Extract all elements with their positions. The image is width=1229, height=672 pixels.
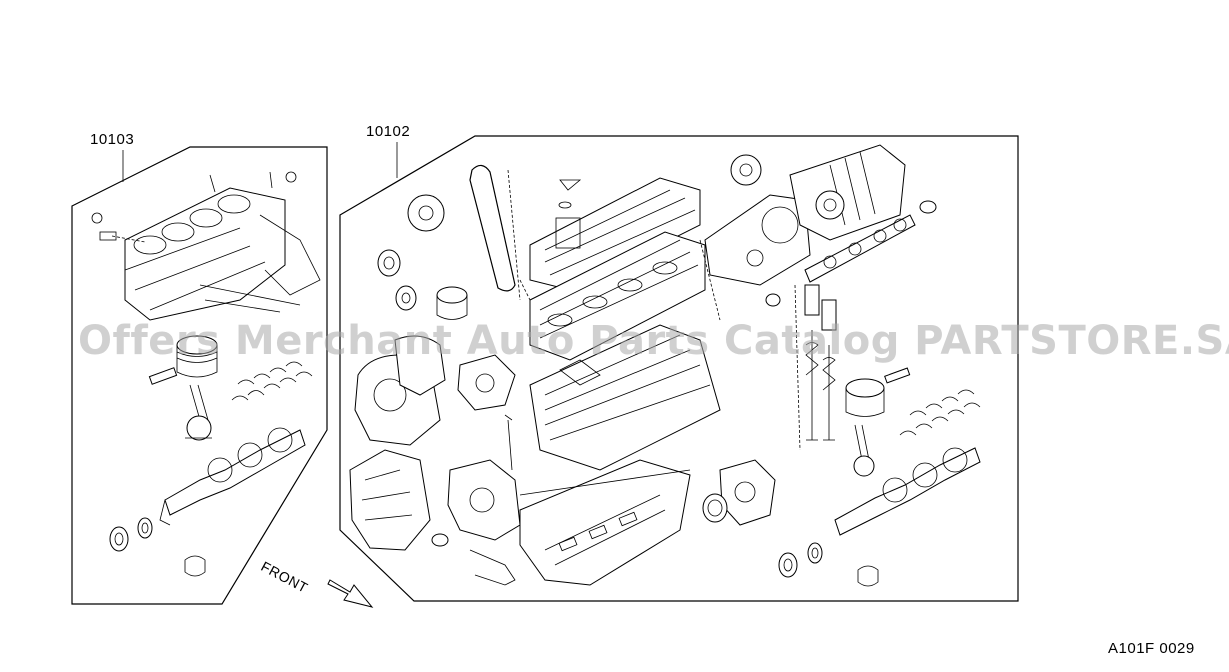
rear-timing-cover <box>704 194 811 286</box>
figure-code: A101F 0029 <box>1108 640 1195 657</box>
oil-pump <box>431 459 521 586</box>
camshaft-sprocket-rear <box>730 154 762 186</box>
engine-assembly-outline <box>339 135 1019 602</box>
idler-pulleys <box>377 249 417 311</box>
front-arrow-icon <box>327 579 374 608</box>
piston <box>148 335 218 385</box>
rocker-cover <box>529 177 701 291</box>
valve-train <box>794 284 837 451</box>
crankshaft <box>159 427 306 526</box>
engine-assembly-group <box>339 135 1019 602</box>
camshaft-sprocket <box>407 194 445 232</box>
oil-pan <box>519 459 691 586</box>
camshaft <box>765 200 937 307</box>
timing-covers <box>349 335 446 551</box>
part-number-10102[interactable]: 10102 <box>366 123 411 140</box>
seals-right <box>778 542 823 578</box>
piston-right <box>845 367 911 477</box>
main-bearings-right <box>899 389 981 436</box>
main-bearings <box>231 361 313 401</box>
water-pump <box>457 354 516 411</box>
part-number-10103[interactable]: 10103 <box>90 131 135 148</box>
thrust-bearing <box>184 555 206 577</box>
connecting-rod <box>185 384 212 441</box>
crankshaft-right <box>834 447 981 536</box>
oil-filter <box>436 286 468 320</box>
rear-seal-retainer <box>702 459 776 526</box>
timing-belt <box>469 164 516 292</box>
dipstick <box>504 414 513 471</box>
cylinder-head <box>519 231 721 361</box>
cylinder-block <box>91 171 321 321</box>
seals <box>109 517 153 552</box>
distributor-housing <box>789 144 906 241</box>
thrust-bearing-right <box>857 565 879 587</box>
front-direction-indicator <box>327 579 374 608</box>
short-block-outline <box>71 146 328 605</box>
short-block-group <box>71 146 328 605</box>
engine-block <box>529 324 721 471</box>
